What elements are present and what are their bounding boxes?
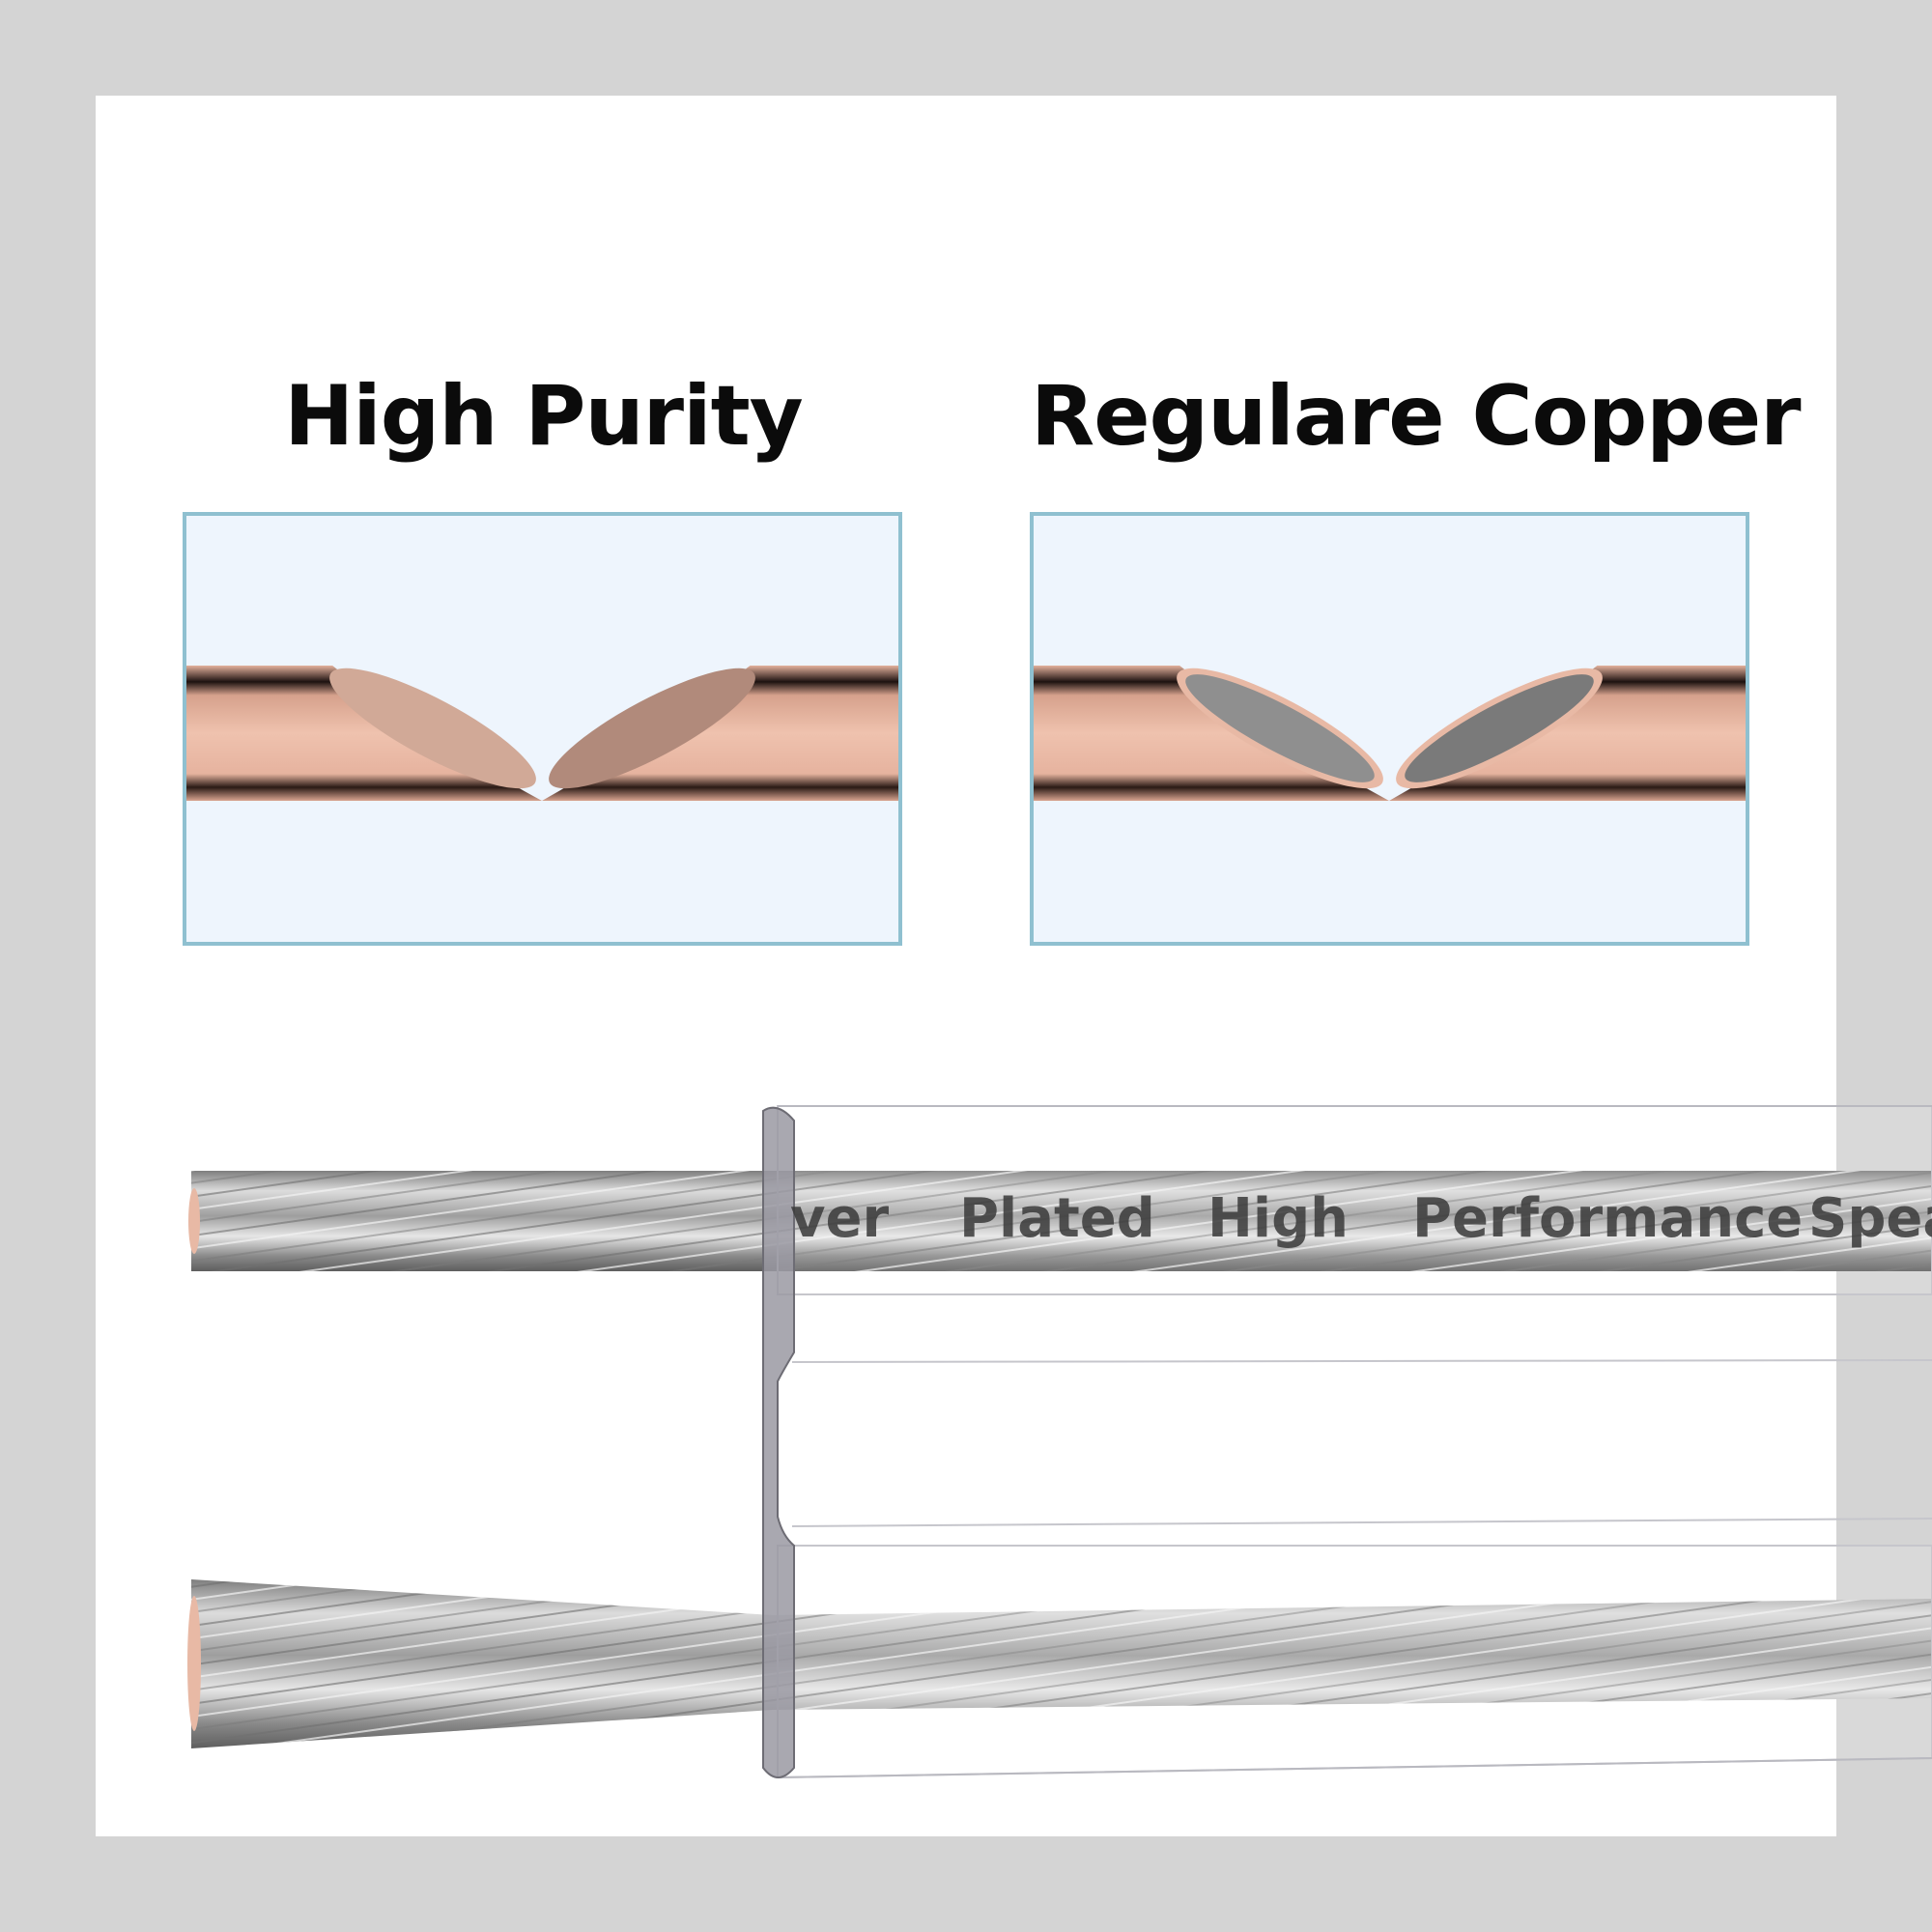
speaker-cable-illustration: ver Plated High Performance Spea [187,1105,1932,1779]
high-purity-panel [183,512,902,946]
bottom-jacket [777,1545,1932,1779]
cut-face-right [1405,674,1594,782]
cable-imprint-5: Spea [1808,1187,1932,1250]
cut-face-left [1185,674,1375,782]
cut-face-right [549,668,755,789]
high-purity-wire-illustration [186,632,898,801]
cable-imprint-2: Plated [959,1187,1155,1250]
cable-imprint-3: High [1208,1187,1349,1250]
regular-copper-title: Regulare Copper [1031,368,1802,465]
high-purity-title: High Purity [284,368,804,465]
cable-imprint-1: ver [790,1187,889,1250]
cable-imprint-4: Performance [1412,1187,1803,1250]
cut-face-left [329,668,536,789]
jacket-cut-end [762,1106,795,1778]
regular-copper-panel [1030,512,1749,946]
regular-copper-wire-illustration [1034,661,1746,801]
